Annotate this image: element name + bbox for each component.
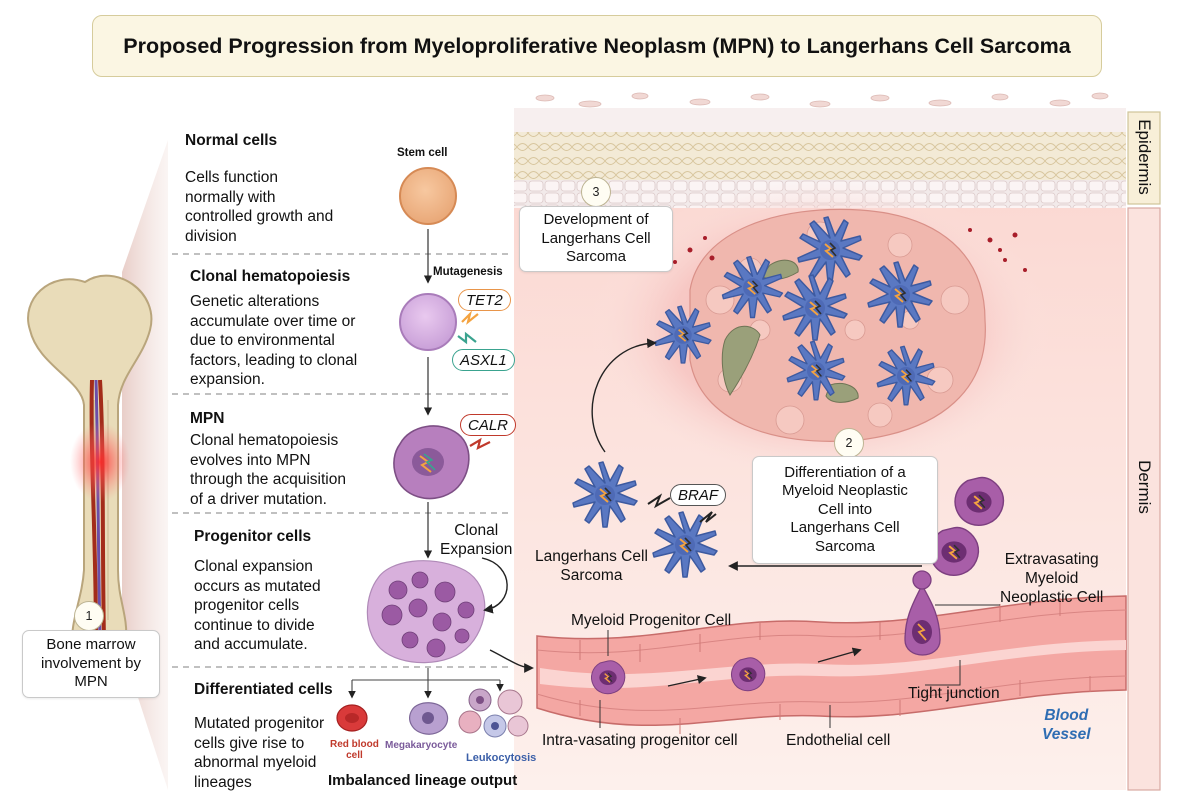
arrow-lcs-to-tumor — [591, 338, 657, 453]
epidermis-label: Epidermis — [1135, 119, 1154, 195]
lcs-label: Langerhans Cell Sarcoma — [535, 548, 648, 584]
stage-dividers — [172, 253, 512, 668]
blood-vessel — [536, 570, 1127, 734]
step-label-2: Differentiation of a Myeloid Neoplastic … — [752, 456, 938, 564]
step-number-2: 2 — [834, 428, 864, 458]
stage-heading-progenitor: Progenitor cells — [194, 528, 312, 545]
dermis-label: Dermis — [1135, 460, 1154, 514]
step-label-1: Bone marrow involvement by MPN — [22, 630, 160, 698]
endothelial-label: Endothelial cell — [786, 732, 891, 749]
gene-tag-braf: BRAF — [670, 484, 727, 506]
stage-heading-clonal: Clonal hematopoiesis — [190, 268, 351, 285]
gene-tag-calr: CALR — [460, 414, 517, 436]
myeloid-progenitor-label: Myeloid Progenitor Cell — [571, 612, 732, 629]
step-number-1: 1 — [74, 601, 104, 631]
imbalanced-label: Imbalanced lineage output — [328, 772, 518, 789]
stage-description-clonal: Genetic alterations accumulate over time… — [190, 293, 358, 388]
megakaryocyte-label: Megakaryocyte — [385, 740, 458, 751]
gene-tag-tet2: TET2 — [458, 289, 511, 311]
leukocytosis-icon — [458, 688, 529, 738]
mutagenesis-label: Mutagenesis — [433, 266, 503, 278]
step-number-3: 3 — [581, 177, 611, 207]
intra-vasating-label: Intra-vasating progenitor cell — [542, 732, 738, 749]
diagram-title: Proposed Progression from Myeloprolifera… — [123, 33, 1071, 58]
stage-description-normal: Cells function normally with controlled … — [185, 169, 334, 245]
lineage-tree — [348, 668, 504, 699]
leukocytosis-label: Leukocytosis — [466, 752, 537, 764]
stage-heading-normal: Normal cells — [185, 132, 278, 149]
stage-heading-differentiated: Differentiated cells — [194, 681, 333, 698]
dermis-bar — [1127, 207, 1161, 791]
tight-junction-label: Tight junction — [908, 685, 1000, 702]
stage-description-mpn: Clonal hematopoiesis evolves into MPN th… — [190, 432, 346, 508]
stem-cell — [399, 167, 457, 225]
red-blood-cell-label: Red blood cell — [330, 739, 379, 761]
epidermis-bar — [1127, 111, 1161, 205]
progenitor-cluster — [366, 560, 486, 664]
blood-vessel-label: Blood Vessel — [1042, 707, 1091, 743]
gene-tag-asxl1: ASXL1 — [452, 349, 515, 371]
step-label-3: Development of Langerhans Cell Sarcoma — [519, 206, 673, 272]
clonal-expansion-label: Clonal Expansion — [440, 522, 513, 558]
stage-description-progenitor: Clonal expansion occurs as mutated proge… — [194, 558, 321, 653]
stage-heading-mpn: MPN — [190, 410, 225, 427]
tumor-mass — [590, 180, 1050, 480]
megakaryocyte-icon — [409, 702, 449, 735]
extravasating-label: Extravasating Myeloid Neoplastic Cell — [1000, 551, 1104, 606]
stem-cell-label: Stem cell — [397, 147, 448, 159]
myeloid-neoplastic-cell — [954, 476, 1005, 527]
title-box: Proposed Progression from Myeloprolifera… — [92, 15, 1102, 77]
red-blood-cell-icon — [336, 704, 368, 732]
stage-description-differentiated: Mutated progenitor cells give rise to ab… — [194, 715, 325, 791]
femur-bone — [27, 274, 153, 671]
mpn-cell — [393, 425, 491, 500]
mutated-clone-cell — [399, 293, 479, 351]
